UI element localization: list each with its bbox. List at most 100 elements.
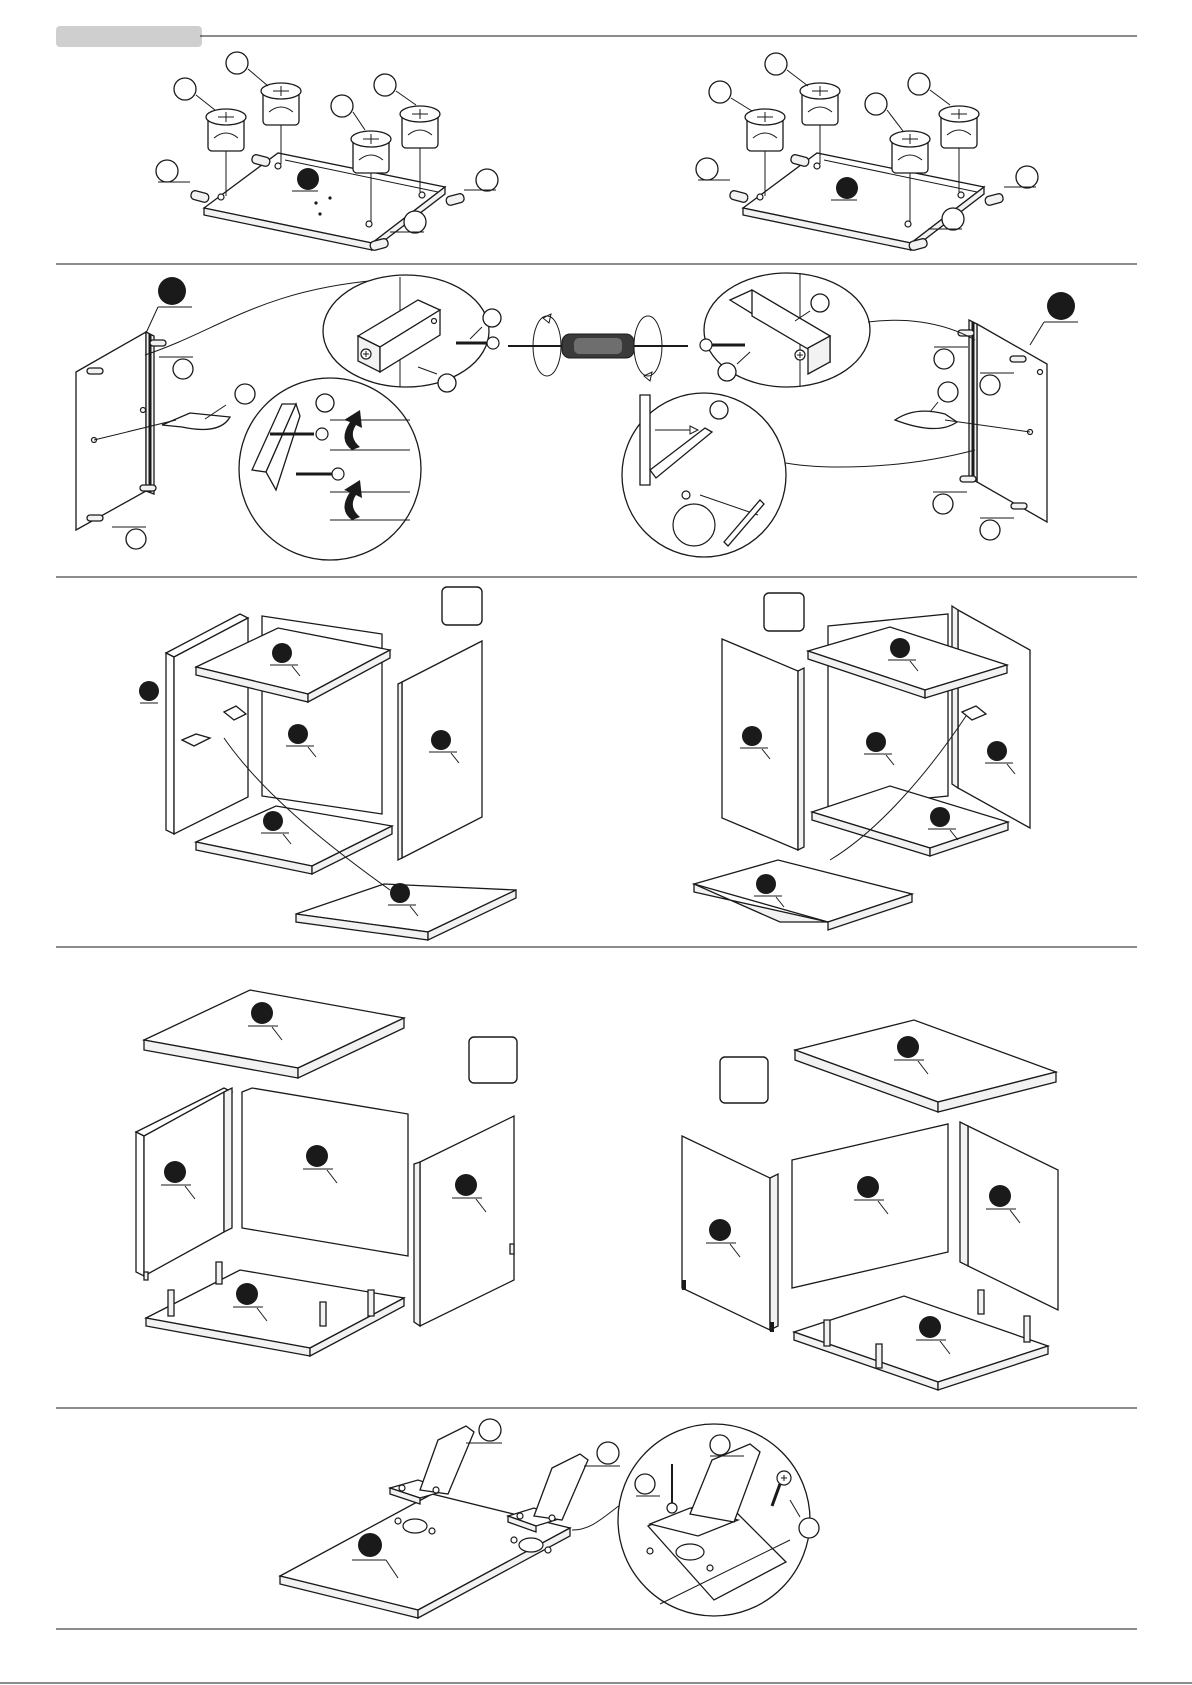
detail-screw-rotation [239,378,421,560]
cam-lock-icon [800,83,840,164]
part-callout-filled [987,741,1007,761]
part-callout-filled [431,730,451,750]
cam-lock-icon [261,83,301,164]
part-callout [156,160,178,182]
hinge-mounting [280,1419,819,1618]
side-panel [420,1116,514,1326]
part-callout [811,294,829,312]
dowel-icon [445,193,465,206]
part-callout-filled [236,1283,258,1305]
shelf-support-icon [895,411,957,428]
side-panel [968,1126,1058,1310]
part-callout [980,375,1000,395]
part-callout-filled [288,724,308,744]
part-callout-filled [390,883,410,903]
dowel-icon [87,515,103,521]
part-callout-filled [297,168,319,190]
dowel-icon [251,154,271,167]
hinge-icon [390,1426,474,1504]
part-callout-filled [930,807,950,827]
part-callout [226,52,248,74]
part-callout [404,211,426,233]
part-callout-filled [272,643,292,663]
part-callout [765,53,787,75]
dowel-icon [150,340,166,346]
dowel-icon [140,485,156,491]
exploded-assembly-b [682,1020,1058,1390]
exploded-assembly-a [136,990,517,1356]
part-callout [597,1442,619,1464]
side-panel [977,324,1047,522]
dowel-icon [320,1302,326,1326]
part-callout-filled [306,1145,328,1167]
part-callout [316,394,334,412]
part-callout [718,363,736,381]
part-callout-filled [756,874,776,894]
side-panel [958,610,1030,828]
dowel-icon [1024,1316,1030,1342]
dowel-icon [960,476,976,482]
part-callout-filled [836,177,858,199]
part-callout [933,494,953,514]
dowel-icon [729,190,749,203]
part-callout-filled [164,1161,186,1183]
part-callout [942,208,964,230]
screw-icon [667,1503,677,1513]
step-label-box [442,587,482,625]
part-callout-filled [897,1036,919,1058]
part-callout-filled [251,1002,273,1024]
part-callout [934,349,954,369]
part-callout-filled [989,1185,1011,1207]
part-callout [174,78,196,100]
part-callout-filled [455,1174,477,1196]
detail-runner-left [323,275,501,392]
side-panel [166,653,174,834]
dowel-icon [978,1290,984,1314]
part-callout [908,73,930,95]
step-label-box [469,1037,517,1083]
dowel-icon [790,154,810,167]
back-panel [242,1088,408,1256]
dowel-icon [984,193,1004,206]
part-callout [438,374,456,392]
bottom-panel [794,1296,1048,1382]
part-callout [173,359,193,379]
part-callout [710,1435,730,1455]
part-callout [476,169,498,191]
part-callout-filled [358,1533,382,1557]
part-callout-filled [158,277,186,305]
back-panel [792,1124,948,1288]
cam-lock-assembly-right [696,53,1038,251]
screwdriver-icon [508,314,688,381]
part-callout [696,158,718,180]
step-label-box [764,593,804,631]
part-callout [374,74,396,96]
detail-rail-right [622,393,786,557]
hinge-icon [508,1454,588,1532]
carcass-assembly-a [139,587,516,940]
part-callout [483,309,501,327]
side-panel [76,332,146,530]
side-panel [136,1132,144,1276]
part-callout [126,529,146,549]
detail-runner-right [700,273,870,387]
part-callout-filled [857,1176,879,1198]
part-callout [710,401,728,419]
part-callout [709,81,731,103]
part-callout-filled [263,811,283,831]
dowel-icon [1010,356,1026,362]
dowel-icon [168,1290,174,1316]
part-callout [479,1419,501,1441]
bottom-panel [146,1270,404,1348]
part-callout [799,1518,819,1538]
part-callout [1016,166,1038,188]
carcass-assembly-b [694,593,1030,930]
dowel-icon [216,1262,222,1284]
part-callout [980,520,1000,540]
part-callout-filled [139,681,159,701]
part-callout-filled [919,1316,941,1338]
part-callout-filled [890,638,910,658]
dowel-icon [190,190,210,203]
